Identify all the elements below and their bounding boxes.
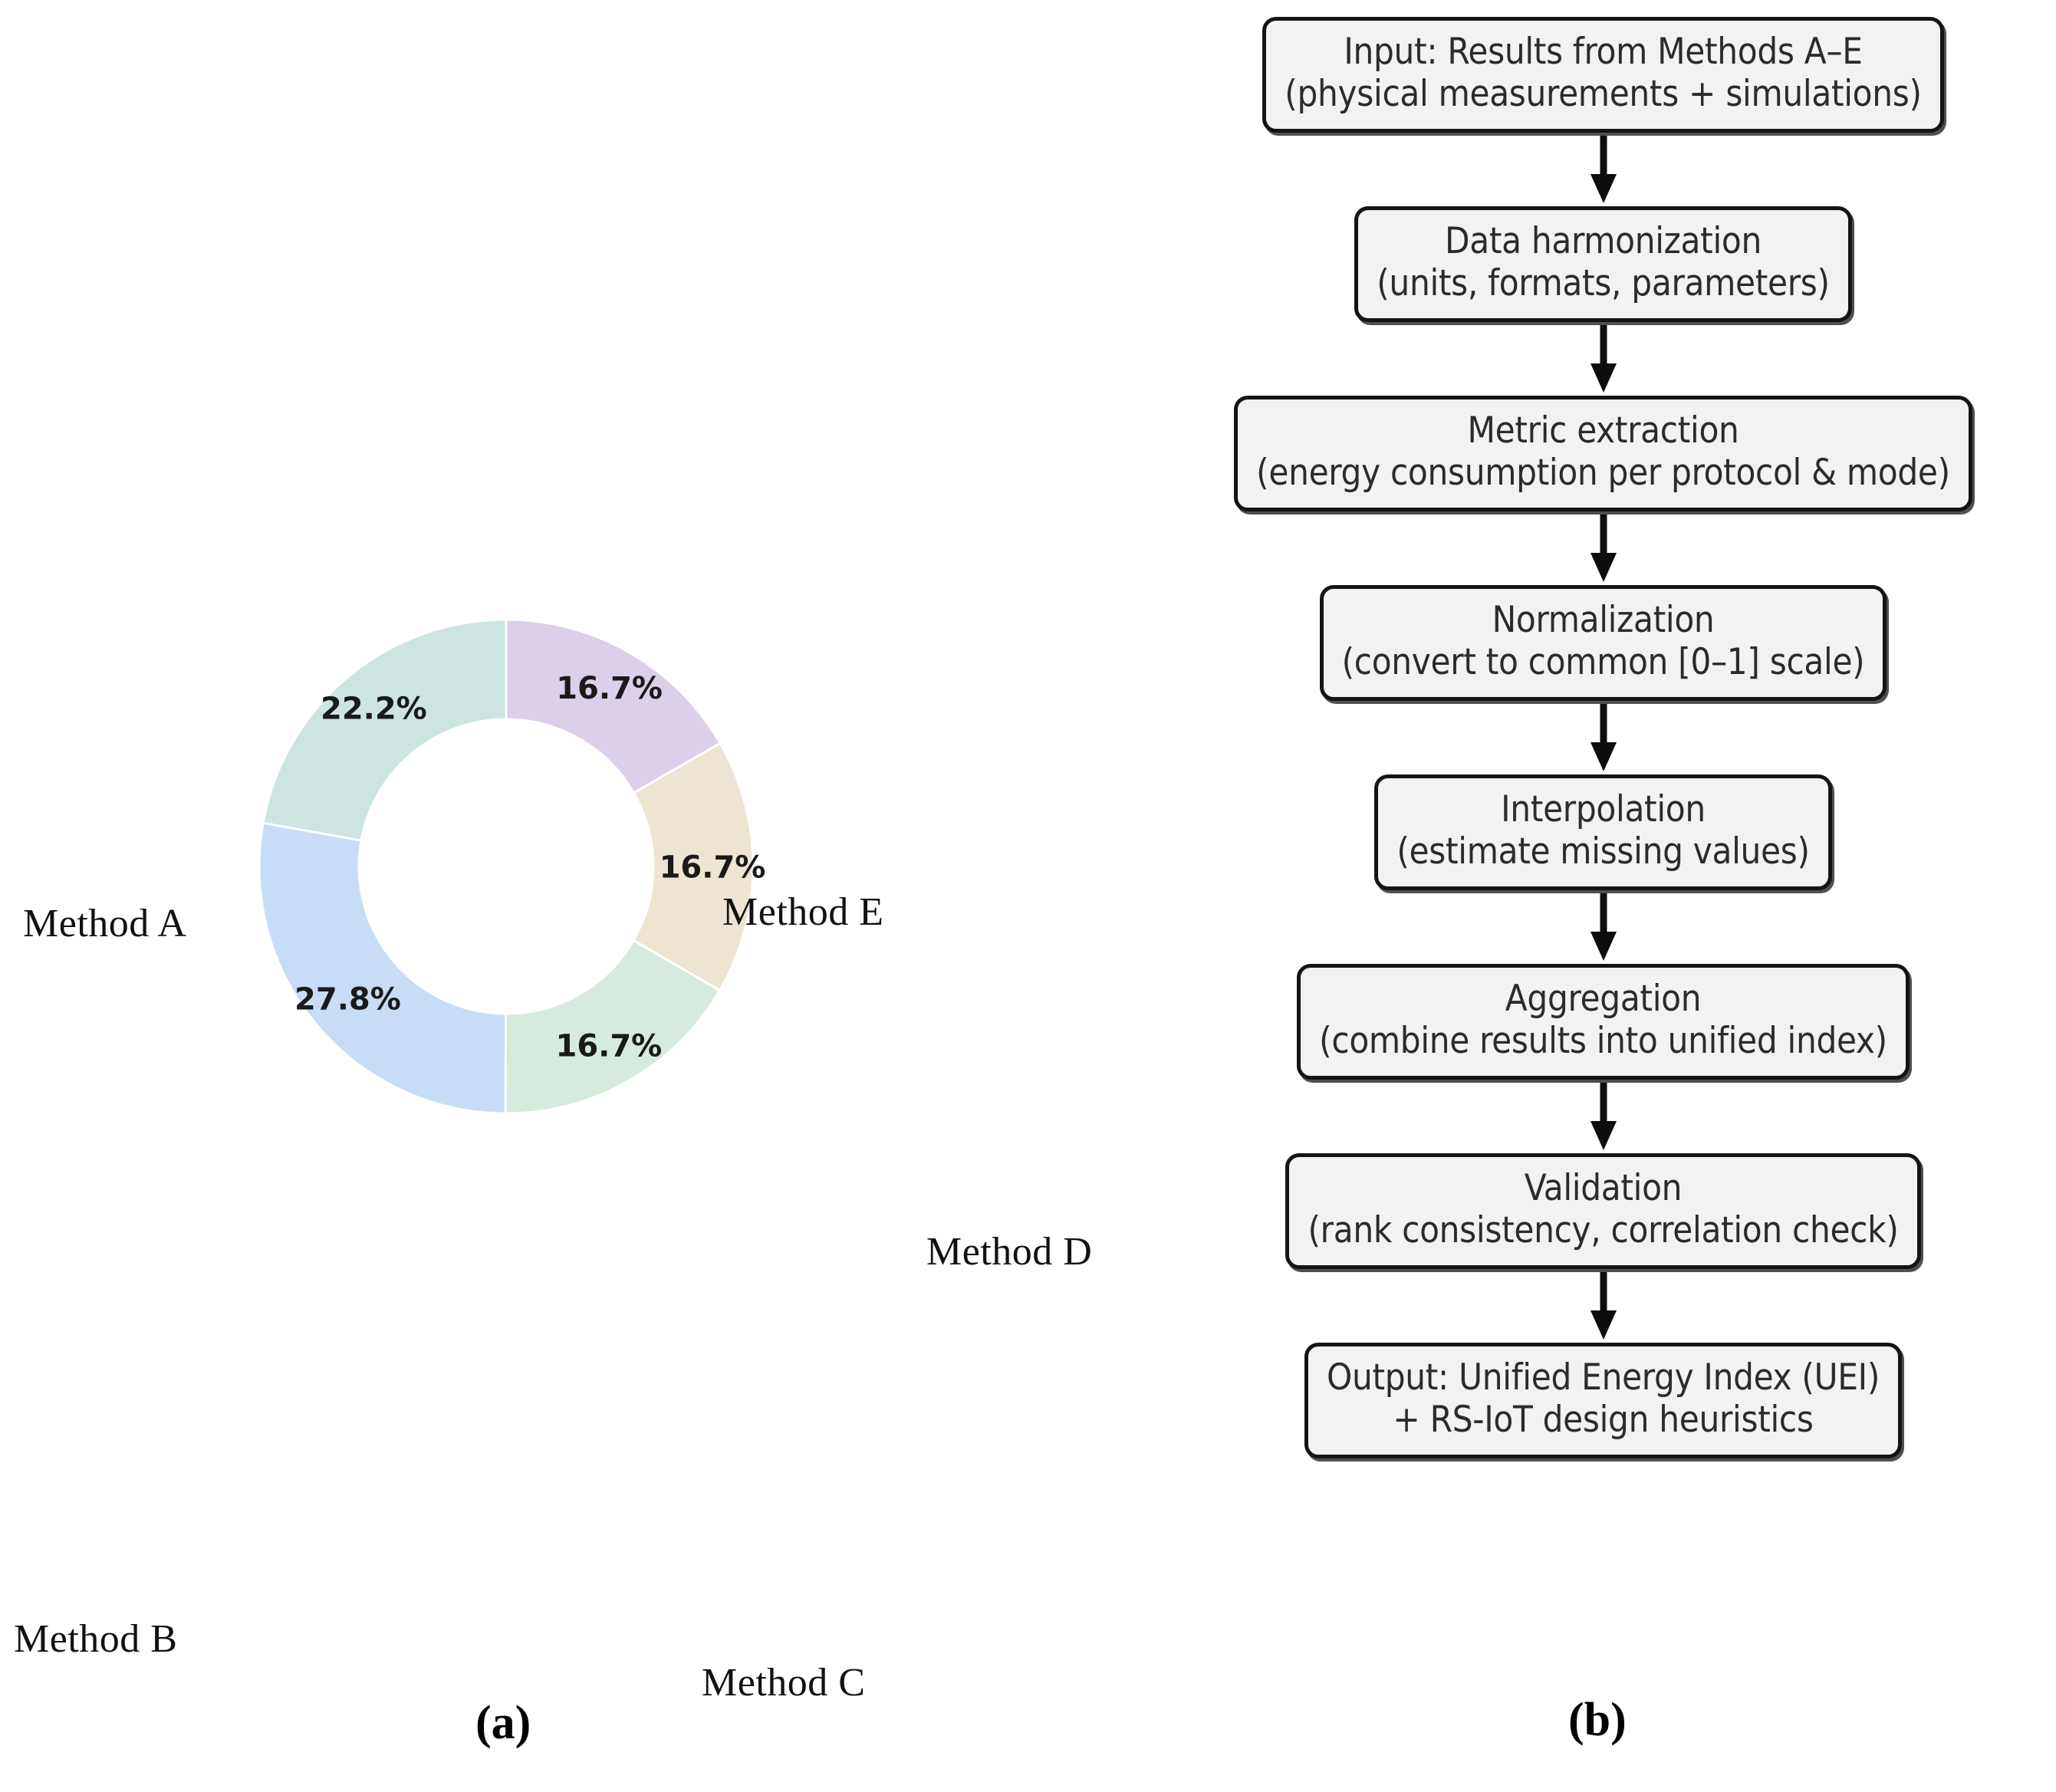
flow-node-input-line1: Input: Results from Methods A–E bbox=[1344, 31, 1863, 73]
down-arrow-icon bbox=[1581, 1080, 1627, 1153]
panel-a-caption: (a) bbox=[475, 1697, 531, 1749]
donut-slice-method-d[interactable] bbox=[632, 741, 755, 992]
flow-node-aggregation-line1: Aggregation bbox=[1505, 978, 1702, 1021]
flow-node-normalization[interactable]: Normalization(convert to common [0–1] sc… bbox=[1319, 585, 1887, 702]
flowchart-node-stack: Input: Results from Methods A–E(physical… bbox=[1150, 17, 2056, 1459]
donut-chart: 16.7% 16.7% 16.7% 27.8% 22.2% Method A Metho… bbox=[0, 429, 1092, 1705]
flow-node-metric-line1: Metric extraction bbox=[1467, 409, 1739, 452]
flow-node-metric-line2: (energy consumption per protocol & mode) bbox=[1256, 451, 1950, 494]
flow-node-normalization-line1: Normalization bbox=[1492, 599, 1715, 642]
donut-value-label-method-d: 16.7% bbox=[660, 850, 766, 885]
flow-node-interpolation-line2: (estimate missing values) bbox=[1396, 830, 1810, 873]
flow-node-input-line2: (physical measurements + simulations) bbox=[1285, 72, 1922, 115]
flow-node-aggregation[interactable]: Aggregation(combine results into unified… bbox=[1297, 964, 1910, 1080]
flow-node-harmonization-line1: Data harmonization bbox=[1445, 220, 1762, 263]
flow-node-normalization-line2: (convert to common [0–1] scale) bbox=[1341, 640, 1865, 683]
down-arrow-icon bbox=[1581, 322, 1627, 396]
down-arrow-icon bbox=[1581, 133, 1627, 206]
donut-slice-method-a[interactable] bbox=[262, 618, 508, 842]
donut-slice-group bbox=[258, 618, 755, 1115]
flow-node-aggregation-line2: (combine results into unified index) bbox=[1319, 1019, 1887, 1062]
panel-b-flowchart: Input: Results from Methods A–E(physical… bbox=[1150, 0, 2056, 1792]
flow-node-output[interactable]: Output: Unified Energy Index (UEI)+ RS-I… bbox=[1304, 1343, 1903, 1459]
down-arrow-icon bbox=[1581, 701, 1627, 774]
down-arrow-icon bbox=[1581, 1269, 1627, 1343]
down-arrow-icon bbox=[1581, 511, 1627, 585]
donut-slice-method-c[interactable] bbox=[504, 939, 722, 1115]
flow-node-input[interactable]: Input: Results from Methods A–E(physical… bbox=[1262, 17, 1944, 133]
slice-label-method-b: Method B bbox=[14, 1617, 178, 1661]
donut-value-label-method-c: 16.7% bbox=[555, 1028, 662, 1064]
flow-node-validation[interactable]: Validation(rank consistency, correlation… bbox=[1285, 1153, 1921, 1270]
panel-a-donut-chart: 16.7% 16.7% 16.7% 27.8% 22.2% Method A Metho… bbox=[0, 429, 1092, 1749]
donut-chart-svg: 16.7% 16.7% 16.7% 27.8% 22.2% bbox=[258, 618, 765, 1115]
flow-node-metric[interactable]: Metric extraction(energy consumption per… bbox=[1234, 396, 1972, 512]
flow-node-harmonization-line2: (units, formats, parameters) bbox=[1377, 261, 1830, 304]
donut-slice-method-b[interactable] bbox=[258, 821, 507, 1115]
slice-label-method-c: Method C bbox=[702, 1661, 866, 1705]
flow-node-validation-line2: (rank consistency, correlation check) bbox=[1308, 1208, 1899, 1251]
panel-b-caption: (b) bbox=[1568, 1694, 1627, 1746]
donut-value-label-method-b: 27.8% bbox=[294, 981, 401, 1017]
donut-value-label-method-a: 22.2% bbox=[321, 692, 427, 727]
flow-node-output-line1: Output: Unified Energy Index (UEI) bbox=[1326, 1356, 1880, 1399]
donut-value-label-method-e: 16.7% bbox=[556, 671, 663, 706]
down-arrow-icon bbox=[1581, 890, 1627, 964]
slice-label-method-a: Method A bbox=[23, 902, 187, 945]
flow-node-harmonization[interactable]: Data harmonization(units, formats, param… bbox=[1354, 206, 1852, 323]
flow-node-interpolation[interactable]: Interpolation(estimate missing values) bbox=[1374, 774, 1832, 891]
flow-node-interpolation-line1: Interpolation bbox=[1501, 788, 1706, 831]
slice-label-method-d: Method D bbox=[926, 1230, 1093, 1274]
flow-node-validation-line1: Validation bbox=[1524, 1167, 1683, 1210]
donut-value-label-group: 16.7% 16.7% 16.7% 27.8% 22.2% bbox=[294, 671, 765, 1064]
donut-slice-method-e[interactable] bbox=[505, 618, 722, 795]
slice-label-method-e: Method E bbox=[722, 890, 884, 934]
flow-node-output-line2: + RS-IoT design heuristics bbox=[1393, 1398, 1814, 1441]
